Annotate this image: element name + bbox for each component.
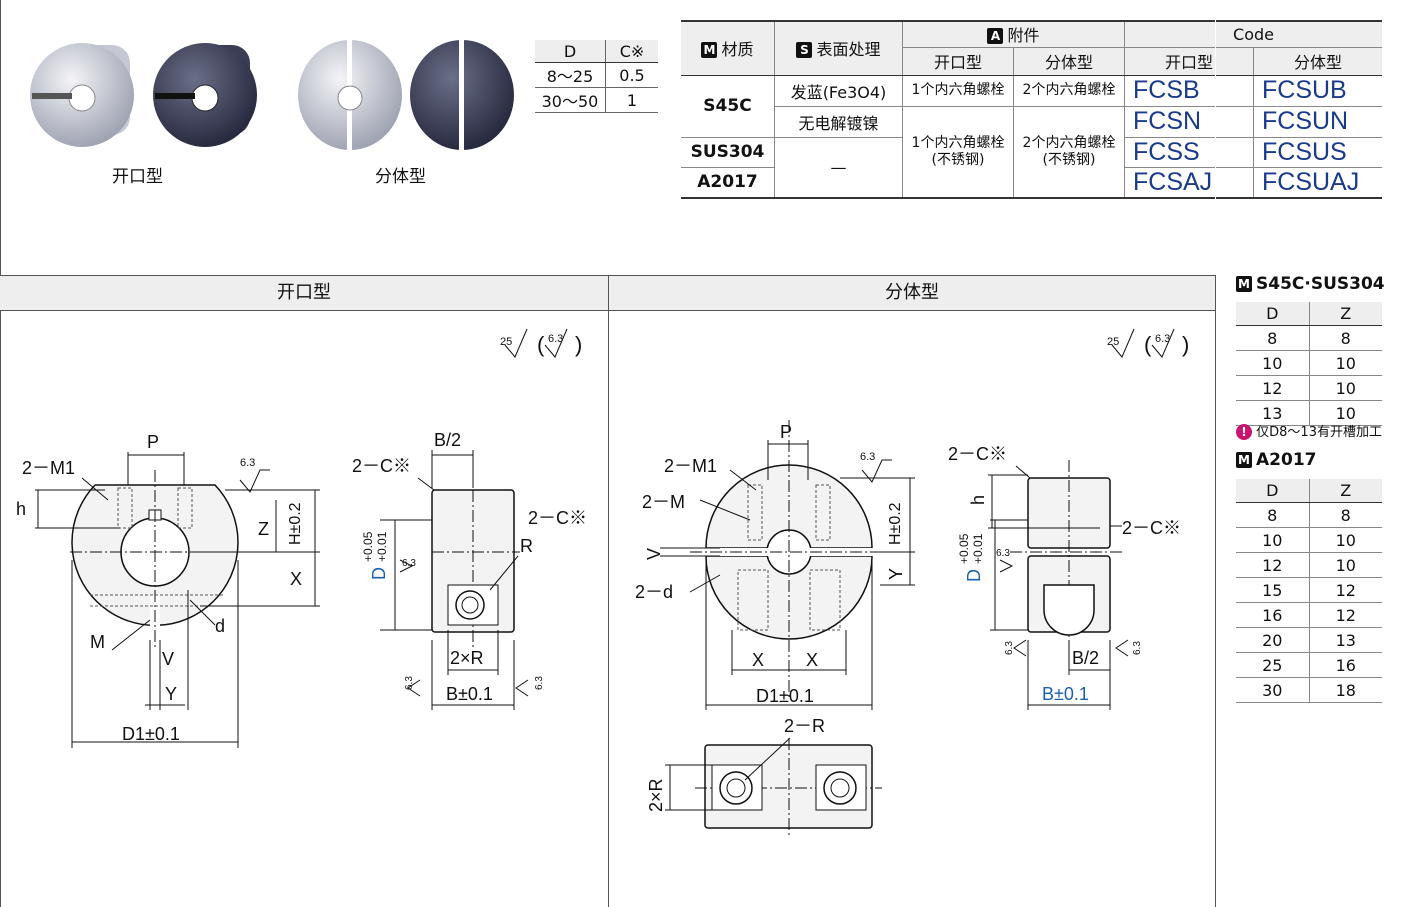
svg-text:25: 25 [1107, 336, 1119, 348]
svg-text:B/2: B/2 [1072, 648, 1099, 668]
split-collar-silver-photo [298, 38, 402, 153]
svg-text:2－d: 2－d [635, 582, 673, 602]
svg-text:H±0.2: H±0.2 [287, 502, 304, 545]
split-collar-black-photo [410, 38, 514, 153]
open-collar-silver-photo [30, 43, 134, 147]
code-fcsub: FCSUB [1253, 75, 1382, 107]
svg-text:D: D [369, 567, 389, 580]
code-fcsb: FCSB [1124, 75, 1254, 107]
svg-text:2－M1: 2－M1 [664, 456, 717, 476]
accessory-chip: A [987, 28, 1004, 45]
svg-text:X: X [752, 650, 764, 670]
svg-text:P: P [780, 422, 792, 442]
svg-text:2－C※: 2－C※ [1122, 518, 1181, 538]
svg-text:V: V [162, 649, 174, 669]
open-type-drawing: 25 ( 6.3 ) P 2－M1 6.3 h Z H±0.2 X M d V … [16, 328, 587, 748]
code-fcsaj: FCSAJ [1124, 167, 1254, 198]
svg-text:d: d [215, 616, 225, 636]
svg-text:6.3: 6.3 [240, 457, 255, 469]
svg-text:D: D [964, 569, 984, 582]
svg-text:6.3: 6.3 [402, 558, 416, 569]
svg-text:2－C※: 2－C※ [528, 508, 587, 528]
split-type-drawing: 25 ( 6.3 ) P 2－M1 6.3 2－M V 2－d H±0.2 Y … [635, 328, 1189, 835]
svg-text:Y: Y [165, 684, 177, 704]
svg-text:25: 25 [500, 336, 512, 348]
svg-text:2×R: 2×R [450, 648, 484, 668]
svg-text:D1±0.1: D1±0.1 [122, 724, 180, 744]
svg-text:M: M [90, 632, 105, 652]
slot-note: ! 仅D8～13有开槽加工 [1236, 421, 1382, 440]
svg-text:2－C※: 2－C※ [948, 444, 1007, 464]
svg-text:P: P [147, 432, 159, 452]
svg-text:Z: Z [258, 519, 269, 539]
svg-text:B/2: B/2 [434, 430, 461, 450]
svg-text:H±0.2: H±0.2 [887, 502, 904, 545]
svg-text:6.3: 6.3 [534, 676, 545, 690]
svg-text:): ) [1182, 332, 1189, 357]
svg-text:D1±0.1: D1±0.1 [756, 686, 814, 706]
svg-text:2－M1: 2－M1 [22, 458, 75, 478]
svg-text:2×R: 2×R [646, 778, 666, 812]
svg-text:+0.01: +0.01 [375, 531, 389, 562]
surface-chip: S [796, 42, 813, 59]
svg-text:h: h [16, 499, 26, 519]
code-fcsn: FCSN [1124, 106, 1254, 138]
svg-text:+0.05: +0.05 [957, 533, 971, 564]
svg-text:2－R: 2－R [784, 716, 825, 736]
svg-text:B±0.1: B±0.1 [446, 684, 493, 704]
section-split: 分体型 [609, 275, 1215, 311]
code-fcsus: FCSUS [1253, 137, 1382, 168]
svg-text:(: ( [1144, 332, 1152, 357]
code-fcsun: FCSUN [1253, 106, 1382, 138]
warning-icon: ! [1236, 424, 1252, 440]
code-fcsuaj: FCSUAJ [1253, 167, 1382, 198]
section-open: 开口型 [0, 275, 608, 311]
svg-text:X: X [806, 650, 818, 670]
svg-text:X: X [290, 569, 302, 589]
svg-text:6.3: 6.3 [1132, 641, 1143, 655]
svg-text:6.3: 6.3 [548, 333, 563, 345]
svg-text:6.3: 6.3 [1155, 333, 1170, 345]
split-type-caption: 分体型 [375, 167, 426, 187]
svg-text:6.3: 6.3 [860, 451, 875, 463]
svg-text:R: R [520, 536, 533, 556]
code-fcss: FCSS [1124, 137, 1254, 168]
open-collar-black-photo [153, 43, 257, 147]
svg-text:6.3: 6.3 [1004, 641, 1015, 655]
svg-text:V: V [644, 548, 664, 560]
svg-text:B±0.1: B±0.1 [1042, 684, 1089, 704]
open-type-caption: 开口型 [112, 167, 163, 187]
svg-text:(: ( [537, 332, 545, 357]
svg-text:6.3: 6.3 [996, 548, 1010, 559]
product-photos [30, 38, 514, 153]
svg-text:2－M: 2－M [642, 492, 685, 512]
svg-text:6.3: 6.3 [404, 676, 415, 690]
svg-text:2－C※: 2－C※ [352, 456, 411, 476]
svg-text:+0.01: +0.01 [971, 533, 985, 564]
material-chip: M [701, 42, 718, 59]
svg-text:+0.05: +0.05 [361, 531, 375, 562]
svg-text:h: h [968, 495, 988, 505]
svg-text:Y: Y [886, 568, 906, 580]
svg-text:): ) [575, 332, 582, 357]
